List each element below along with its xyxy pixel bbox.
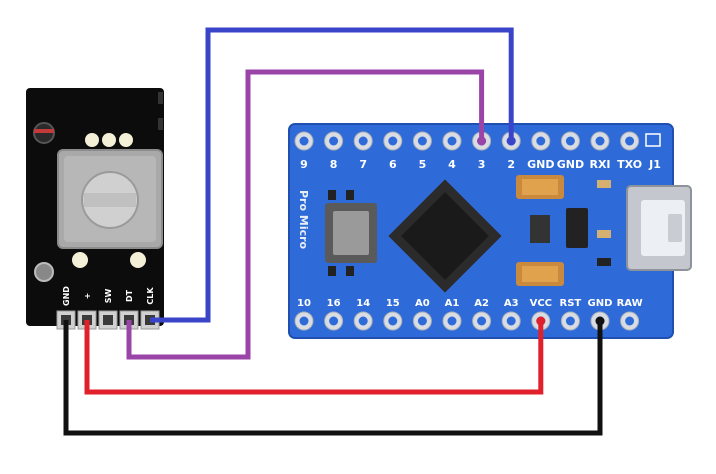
mcu-chip [388, 179, 502, 293]
bottom-pin-label: 10 [297, 298, 311, 309]
bottom-pin-label: VCC [530, 298, 552, 309]
bottom-pin-label: 14 [356, 298, 370, 309]
top-pin-label: 3 [478, 158, 486, 171]
top-pin-label: 6 [389, 158, 397, 171]
top-pin-label: GND [557, 158, 584, 171]
board-name: Pro Micro [297, 190, 310, 250]
bottom-pin-label: A2 [474, 298, 489, 309]
top-pin-label: 7 [359, 158, 367, 171]
top-pin-label: 2 [507, 158, 515, 171]
wire-clk-to-2 [150, 27, 514, 323]
board-bottom-header: 10 16 14 15 A0 A1 A2 A3 VCC RST GND RAW [294, 298, 643, 331]
bottom-pin-label: 16 [327, 298, 341, 309]
wires [63, 27, 605, 436]
top-pin-label: 9 [300, 158, 308, 171]
j1-label: J1 [648, 158, 661, 171]
usb-connector [626, 185, 692, 271]
wire-plus-to-vcc [84, 320, 544, 395]
bottom-pin-label: A0 [415, 298, 430, 309]
top-pin-label: 8 [330, 158, 338, 171]
top-pin-label: GND [527, 158, 554, 171]
j1-jumper [645, 133, 661, 147]
bottom-pin-label: A1 [445, 298, 460, 309]
top-pin-label: RXI [589, 158, 610, 171]
rotary-encoder-module: GND + SW DT CLK [26, 88, 164, 330]
top-pin-label: 4 [448, 158, 456, 171]
encoder-pin-label: GND [62, 286, 71, 306]
wire-gnd-to-gnd [63, 320, 603, 436]
top-pin-label: 5 [419, 158, 427, 171]
encoder-pin-label: CLK [146, 287, 155, 305]
top-pin-label: TXO [617, 158, 642, 171]
bottom-pin-label: GND [588, 298, 613, 309]
encoder-mount-hole-bottom [34, 262, 54, 282]
encoder-pin-label: + [83, 293, 92, 300]
wire-dt-to-3 [126, 69, 485, 360]
bottom-pin-label: RST [560, 298, 582, 309]
bottom-pin-label: 15 [386, 298, 400, 309]
encoder-pin-label: DT [125, 289, 134, 302]
bottom-pin-label: A3 [504, 298, 519, 309]
encoder-pin-label: SW [104, 289, 113, 304]
bottom-pin-label: RAW [617, 298, 643, 309]
